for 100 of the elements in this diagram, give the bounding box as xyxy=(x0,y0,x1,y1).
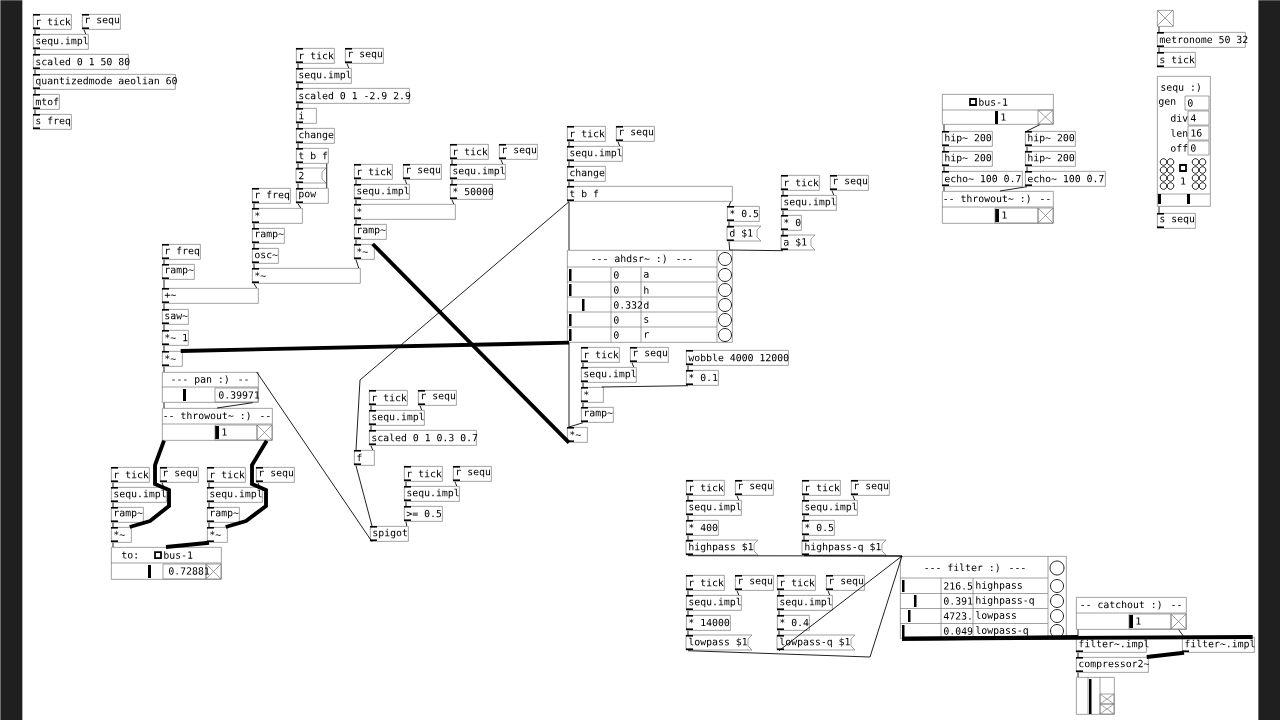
connection-line xyxy=(943,166,945,172)
connection-line xyxy=(687,365,689,371)
connection-line xyxy=(631,362,635,368)
object-box: sequ.impl xyxy=(450,164,506,180)
object-box: r freq xyxy=(252,188,291,204)
object-box: echo~ 100 0.7 xyxy=(942,171,1023,187)
object-box: *~ xyxy=(252,268,361,284)
object-box: scaled 0 1 -2.9 2.9 xyxy=(296,88,411,104)
object-box: * 50000 xyxy=(450,184,494,200)
connection-line xyxy=(454,481,458,487)
connection-line xyxy=(297,143,299,149)
object-box: hip~ 200 xyxy=(1025,151,1076,167)
object-box: mtof xyxy=(33,94,60,110)
connection-line xyxy=(355,239,357,245)
connection-line xyxy=(451,199,455,205)
connection-line xyxy=(253,203,255,209)
connection-line xyxy=(326,163,328,189)
connection-line xyxy=(1026,124,1041,132)
connection-line xyxy=(163,366,165,373)
object-box: s freq xyxy=(33,114,72,130)
object-box: * 14000 xyxy=(686,615,731,631)
connection-line xyxy=(582,362,584,368)
connection-line xyxy=(1178,629,1185,638)
connection-line xyxy=(803,495,805,501)
connection-line xyxy=(297,203,302,209)
connection-line xyxy=(355,219,357,225)
connection-line xyxy=(355,201,570,451)
connection-line xyxy=(687,610,689,616)
connection-line xyxy=(112,522,114,528)
connection-line xyxy=(1026,146,1028,152)
object-box: ramp~ xyxy=(581,407,614,423)
connection-line xyxy=(297,183,299,189)
object-box: pow xyxy=(296,188,329,204)
object-box: * xyxy=(581,387,604,403)
subpatch-panel: bus-1 1 xyxy=(941,94,1054,125)
object-box: r sequ xyxy=(735,480,774,496)
connection-line xyxy=(729,249,784,252)
object-box: * 0.5 xyxy=(802,520,835,536)
object-box: +~ xyxy=(162,288,259,304)
object-box: * xyxy=(354,204,456,220)
object-box: spigot xyxy=(370,526,409,542)
object-box: change xyxy=(296,128,335,144)
connection-line xyxy=(728,241,731,251)
connection-line xyxy=(1077,672,1079,678)
connection-line xyxy=(943,186,945,192)
connection-line xyxy=(902,635,1253,641)
object-box: r tick xyxy=(296,48,335,64)
object-box: ramp~ xyxy=(111,507,144,523)
object-box: *~ xyxy=(111,527,132,543)
connection-line xyxy=(370,425,372,431)
connection-line xyxy=(297,123,299,129)
object-box: r tick xyxy=(207,467,246,483)
connection-line xyxy=(803,555,903,557)
object-box: r tick xyxy=(802,480,841,496)
connection-line xyxy=(1077,652,1079,658)
object-box: *~ xyxy=(567,427,588,443)
connection-line xyxy=(617,141,621,147)
subpatch-panel: to: bus-1 0.72881 xyxy=(110,547,222,580)
object-box: r sequ xyxy=(160,467,199,483)
connection-line xyxy=(112,502,114,508)
object-box: sequ.impl xyxy=(33,34,89,50)
connection-line xyxy=(568,181,570,187)
connection-line xyxy=(778,555,903,652)
connection-line xyxy=(568,141,570,147)
object-box: sequ.impl xyxy=(581,367,637,383)
connection-line xyxy=(371,242,571,445)
connection-line xyxy=(999,186,1028,192)
connection-line xyxy=(728,201,732,207)
connection-line xyxy=(161,482,165,488)
object-box: hip~ 200 xyxy=(1025,131,1076,147)
connection-line xyxy=(778,630,780,636)
object-box: *~ xyxy=(207,527,228,543)
message-box: highpass $1 xyxy=(685,539,759,556)
connection-line xyxy=(370,405,372,411)
object-box: * 0 xyxy=(781,215,802,231)
connection-line xyxy=(582,402,584,408)
connection-line xyxy=(687,630,689,636)
connection-line xyxy=(253,243,255,249)
connection-line xyxy=(163,324,165,331)
object-box: filter~.impl xyxy=(1182,637,1255,653)
object-box: r tick xyxy=(581,347,620,363)
object-box: i xyxy=(296,108,317,124)
object-box: sequ.impl xyxy=(686,595,742,611)
connection-line xyxy=(943,146,945,152)
object-box: f xyxy=(354,450,375,466)
connection-line xyxy=(803,535,805,541)
object-box: s tick xyxy=(1157,52,1196,68)
connection-line xyxy=(355,259,360,269)
object-box: r sequ xyxy=(453,466,492,482)
subpatch-panel: -- throwout~ :) -- 1 xyxy=(941,191,1054,224)
object-box: sequ.impl xyxy=(354,184,410,200)
object-box: hip~ 200 xyxy=(942,151,993,167)
connection-line xyxy=(370,445,374,451)
connection-line xyxy=(803,515,805,521)
object-box: r sequ xyxy=(403,164,442,180)
object-box: sequ.impl xyxy=(111,487,167,503)
connection-line xyxy=(728,221,730,227)
connection-line xyxy=(582,382,584,388)
object-box: * 0.1 xyxy=(686,370,719,386)
object-box: sequ.impl xyxy=(404,486,460,502)
